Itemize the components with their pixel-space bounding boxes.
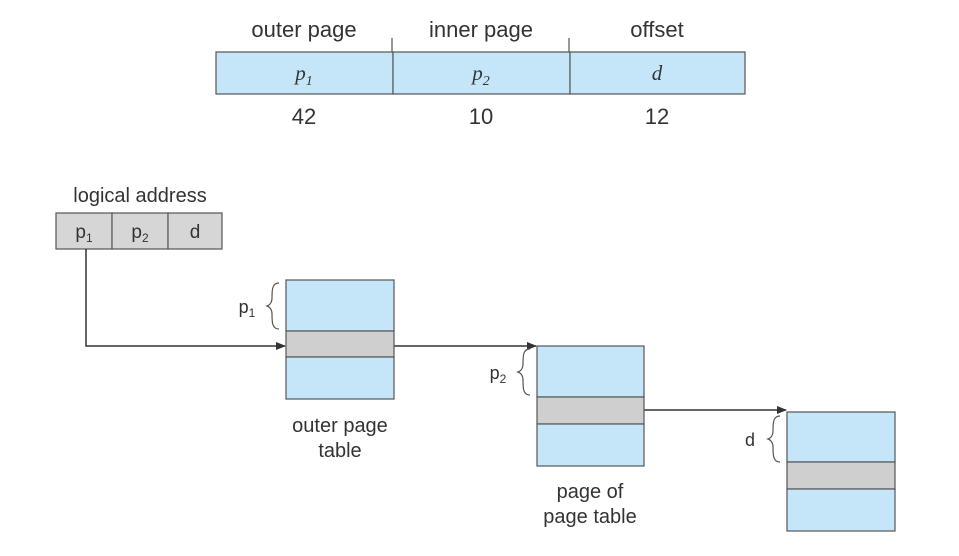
logical-d-label: d xyxy=(190,222,201,243)
page-top xyxy=(786,411,896,463)
field-p1-label: p1 xyxy=(293,61,313,89)
outer-table-entry xyxy=(285,330,395,358)
field-p1-cell xyxy=(215,51,394,95)
header-inner-page: inner page xyxy=(429,17,533,42)
logical-address: logical address p1 p2 d xyxy=(55,185,223,250)
inner-table-bottom xyxy=(536,423,645,467)
logical-p2-label: p2 xyxy=(131,222,149,245)
field-d-label: d xyxy=(652,61,663,85)
header-offset: offset xyxy=(630,17,683,42)
inner-table-brace xyxy=(516,348,531,396)
bit-width-p2: 10 xyxy=(469,104,493,129)
logical-p2-cell xyxy=(111,212,169,250)
header-outer-page: outer page xyxy=(251,17,356,42)
logical-address-label: logical address xyxy=(73,185,206,207)
field-p2-cell xyxy=(392,51,571,95)
logical-d-cell xyxy=(167,212,223,250)
inner-table-index-label: p2 xyxy=(490,363,507,386)
physical-page: d xyxy=(745,411,896,532)
page-brace xyxy=(766,415,781,463)
address-format: outer page inner page offset p1 p2 d 42 … xyxy=(215,17,746,129)
bit-width-p1: 42 xyxy=(292,104,316,129)
bit-width-d: 12 xyxy=(645,104,669,129)
outer-table-brace xyxy=(265,282,280,330)
field-p2-label: p2 xyxy=(470,61,490,89)
outer-table-bottom xyxy=(285,356,395,400)
logical-p1-label: p1 xyxy=(75,222,93,245)
field-d-cell xyxy=(569,51,746,95)
outer-table-index-label: p1 xyxy=(239,297,256,320)
page-entry xyxy=(786,461,896,490)
inner-table-entry xyxy=(536,396,645,425)
outer-table-top xyxy=(285,279,395,332)
page-bottom xyxy=(786,488,896,532)
logical-p1-cell xyxy=(55,212,113,250)
page-offset-label: d xyxy=(745,430,755,450)
inner-table-top xyxy=(536,345,645,398)
arrow-logical-to-outer-table xyxy=(85,249,286,350)
